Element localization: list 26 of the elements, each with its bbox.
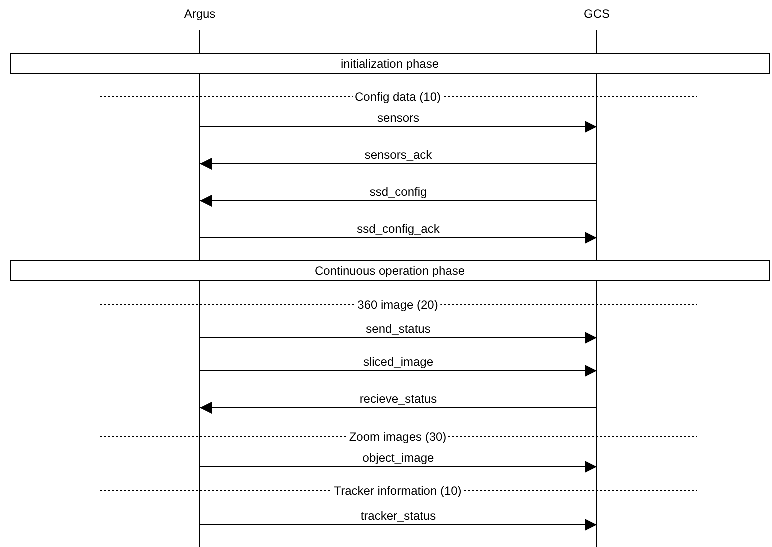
message-arrow	[200, 195, 598, 207]
message-label: sliced_image	[363, 356, 434, 369]
message-label: recieve_status	[360, 393, 438, 406]
message-arrow	[200, 158, 598, 170]
phase-bar: Continuous operation phase	[10, 260, 770, 281]
section-label: Zoom images (30)	[347, 430, 449, 444]
message-label: ssd_config	[370, 186, 428, 199]
phase-bar: initialization phase	[10, 53, 770, 74]
message-arrow	[200, 461, 598, 473]
message-arrow	[200, 402, 598, 414]
message-arrow	[200, 121, 598, 133]
section-label: Tracker information (10)	[332, 484, 464, 498]
message-label: sensors_ack	[364, 149, 432, 162]
section-label: Config data (10)	[352, 90, 444, 104]
message-arrow	[200, 232, 598, 244]
message-label: ssd_config_ack	[357, 223, 440, 236]
message-label: send_status	[366, 323, 431, 336]
message-label: object_image	[362, 452, 434, 465]
participant-label: Argus	[184, 7, 216, 21]
message-label: tracker_status	[360, 510, 436, 523]
message-arrow	[200, 519, 598, 531]
section-label: 360 image (20)	[356, 298, 440, 312]
message-label: sensors	[377, 112, 420, 125]
message-arrow	[200, 332, 598, 344]
message-arrow	[200, 365, 598, 377]
participant-label: GCS	[584, 7, 610, 21]
